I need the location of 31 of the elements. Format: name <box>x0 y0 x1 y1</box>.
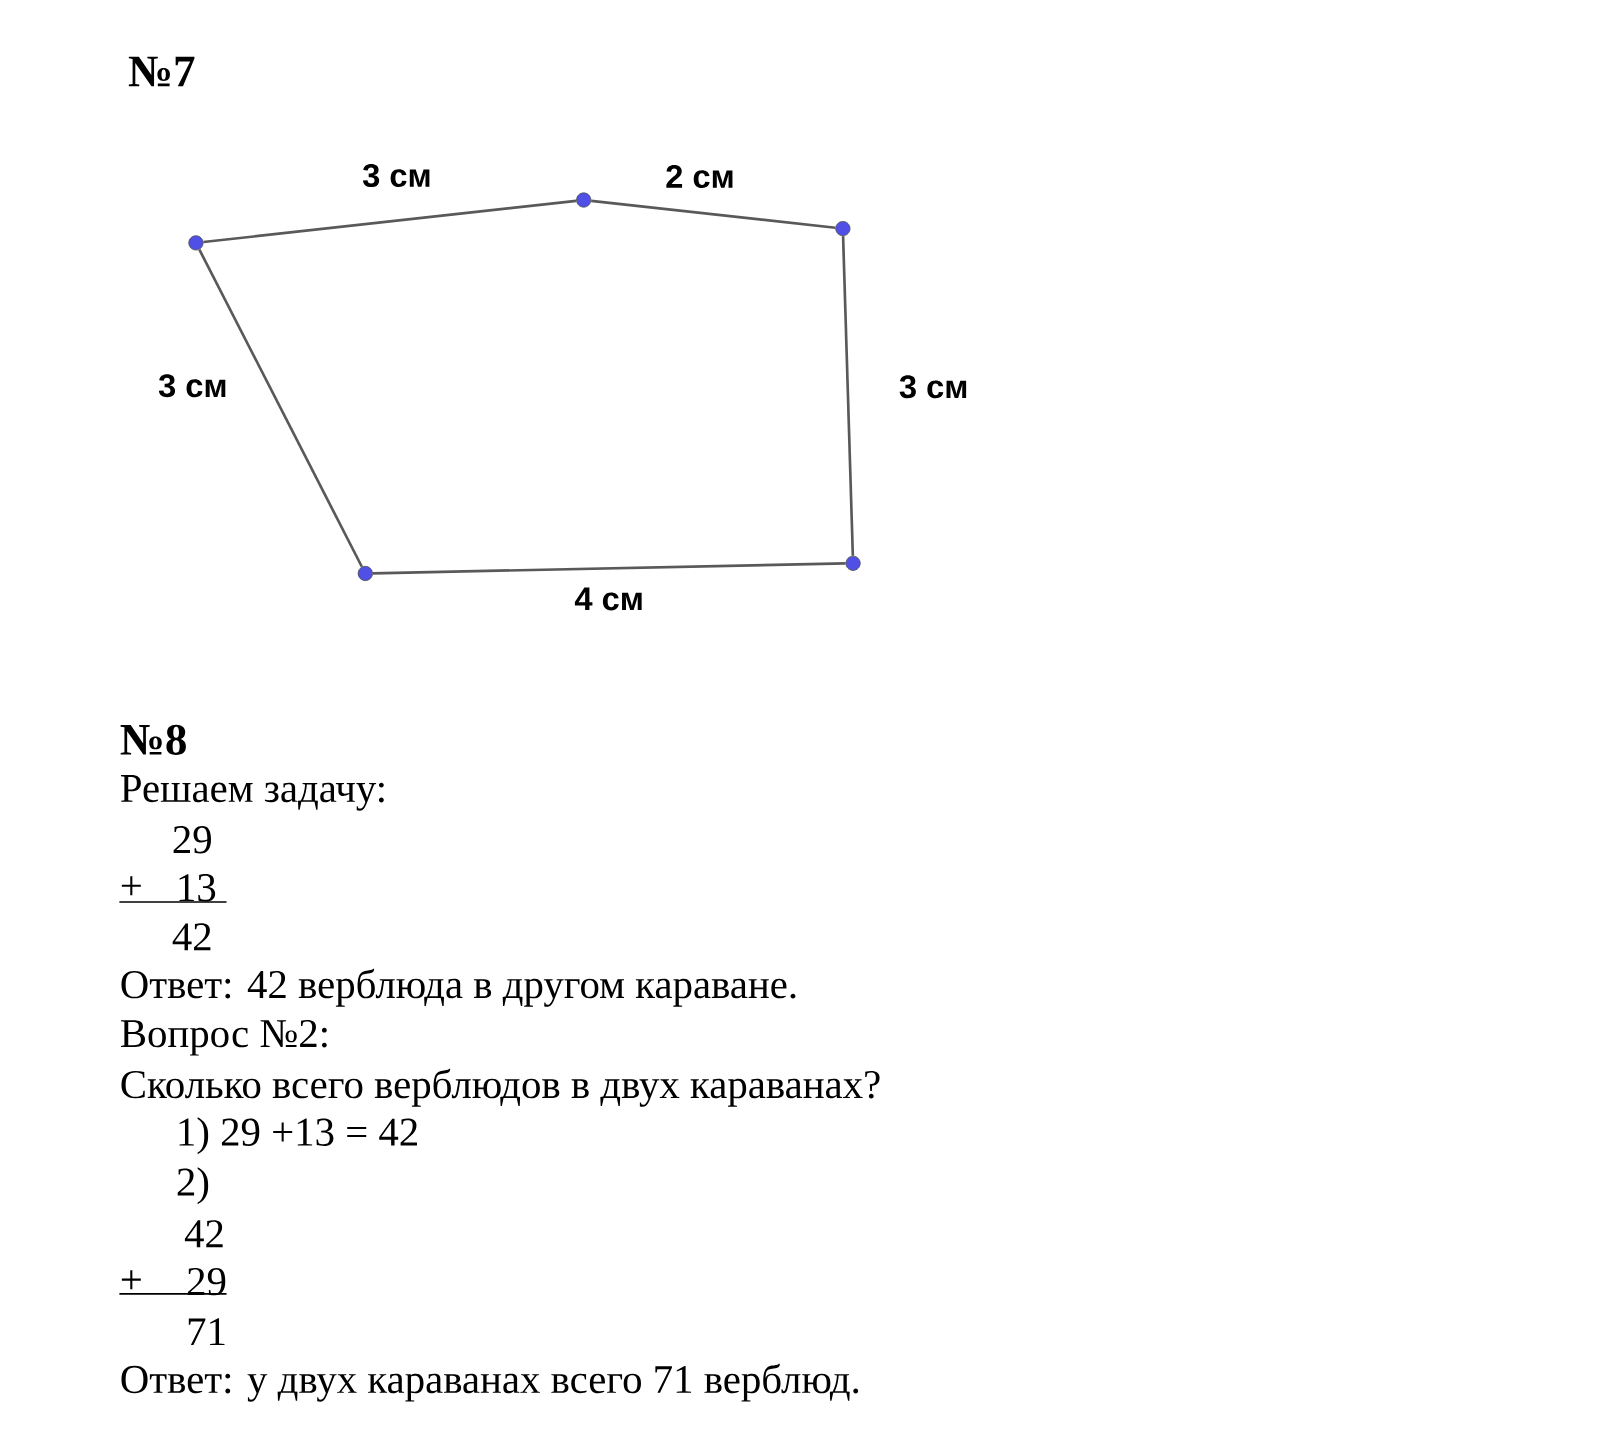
solution-text: 71 <box>188 1318 225 1346</box>
vertex-point <box>845 555 861 571</box>
solution-text: Ответ: у двух караванах всего 71 верблюд. <box>121 1363 859 1402</box>
polygon-side <box>841 236 855 556</box>
solution-text: 13 <box>179 874 216 902</box>
side-length-label: 2 см <box>666 165 733 189</box>
solution-text: + <box>121 876 141 896</box>
solution-text: 2) <box>177 1167 209 1205</box>
side-length-label: 4 см <box>574 587 642 611</box>
solution-text: 29 <box>173 826 211 854</box>
solution-text: 1) 29 +13 = 42 <box>179 1117 417 1155</box>
polygon-side <box>372 562 846 575</box>
task-number: №7 <box>128 56 195 87</box>
task-number: №8 <box>120 724 186 756</box>
solution-text: Сколько всего верблюдов в двух караванах? <box>121 1068 880 1107</box>
solution-text: Вопрос №2: <box>121 1020 327 1056</box>
vertex-point <box>188 235 204 251</box>
polygon-side <box>198 249 364 568</box>
solution-text: Решаем задачу: <box>121 775 384 811</box>
solution-text: + <box>121 1270 141 1290</box>
polygon-side <box>203 199 577 244</box>
vertex-point <box>357 566 373 582</box>
polygon-side <box>591 199 836 230</box>
solution-text: 42 <box>172 923 211 951</box>
vertex-point <box>576 192 592 208</box>
vertex-point <box>835 221 851 237</box>
solution-text: 42 <box>184 1220 223 1248</box>
side-length-label: 3 см <box>158 374 226 398</box>
solution-text: Ответ: 42 верблюда в другом караване. <box>121 968 796 1007</box>
side-length-label: 3 см <box>362 164 430 188</box>
side-length-label: 3 см <box>899 375 967 399</box>
